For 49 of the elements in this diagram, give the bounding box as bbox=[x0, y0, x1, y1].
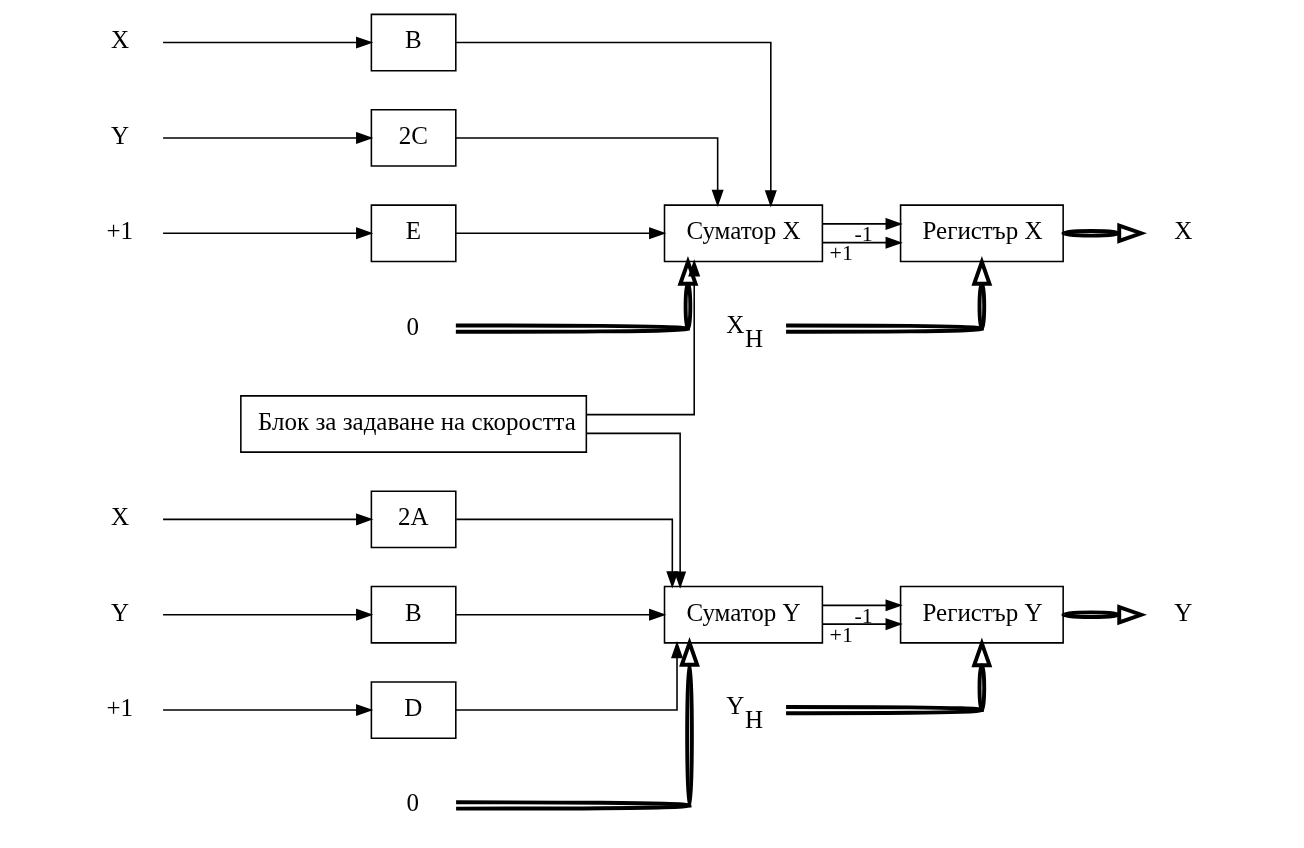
node-box: Суматор Y bbox=[663, 585, 824, 644]
edge-label: +1 bbox=[829, 241, 853, 266]
node-text: +1 bbox=[106, 217, 133, 245]
edge-label: -1 bbox=[854, 603, 873, 628]
node-text: X bbox=[111, 503, 130, 531]
node-box: D bbox=[370, 681, 457, 739]
node-box: Регистър X bbox=[899, 204, 1064, 263]
arrow bbox=[822, 236, 903, 249]
edge-label: +1 bbox=[829, 622, 853, 647]
node-text: X bbox=[1174, 217, 1193, 245]
arrow bbox=[822, 599, 903, 612]
arrow bbox=[786, 637, 993, 716]
node-text: Y bbox=[111, 598, 130, 626]
arrow bbox=[455, 137, 724, 208]
arrow bbox=[162, 513, 374, 526]
node-text: Y bbox=[1174, 598, 1193, 626]
arrow bbox=[455, 255, 699, 334]
arrow bbox=[586, 432, 687, 589]
node-box: Регистър Y bbox=[899, 585, 1064, 644]
arrow bbox=[162, 131, 374, 144]
edge-label: -1 bbox=[854, 222, 873, 247]
arrow bbox=[162, 36, 374, 49]
node-text: 0 bbox=[406, 312, 420, 340]
arrow bbox=[455, 227, 667, 240]
node-box: B bbox=[370, 13, 457, 72]
arrow bbox=[162, 227, 374, 240]
arrow bbox=[822, 217, 903, 230]
node-box: 2C bbox=[370, 109, 457, 167]
node-text: 0 bbox=[406, 789, 420, 817]
arrow bbox=[786, 255, 993, 334]
node-text: Y bbox=[111, 121, 130, 149]
node-box: Суматор X bbox=[663, 204, 824, 263]
node-text: +1 bbox=[106, 694, 133, 722]
node-box: Блок за задаване на скоростта bbox=[240, 395, 588, 453]
arrow bbox=[456, 636, 700, 811]
node-box: 2A bbox=[370, 490, 457, 549]
arrow bbox=[455, 518, 679, 589]
arrow bbox=[1062, 222, 1148, 244]
arrow bbox=[822, 618, 903, 631]
arrow bbox=[585, 259, 701, 416]
arrow bbox=[162, 608, 374, 621]
node-box: E bbox=[370, 204, 457, 263]
arrow bbox=[455, 640, 684, 711]
arrow bbox=[162, 704, 374, 717]
arrow bbox=[455, 41, 777, 208]
arrow bbox=[455, 608, 667, 621]
node-box: B bbox=[370, 585, 457, 644]
arrow bbox=[1062, 604, 1148, 626]
node-text: X bbox=[111, 26, 130, 54]
